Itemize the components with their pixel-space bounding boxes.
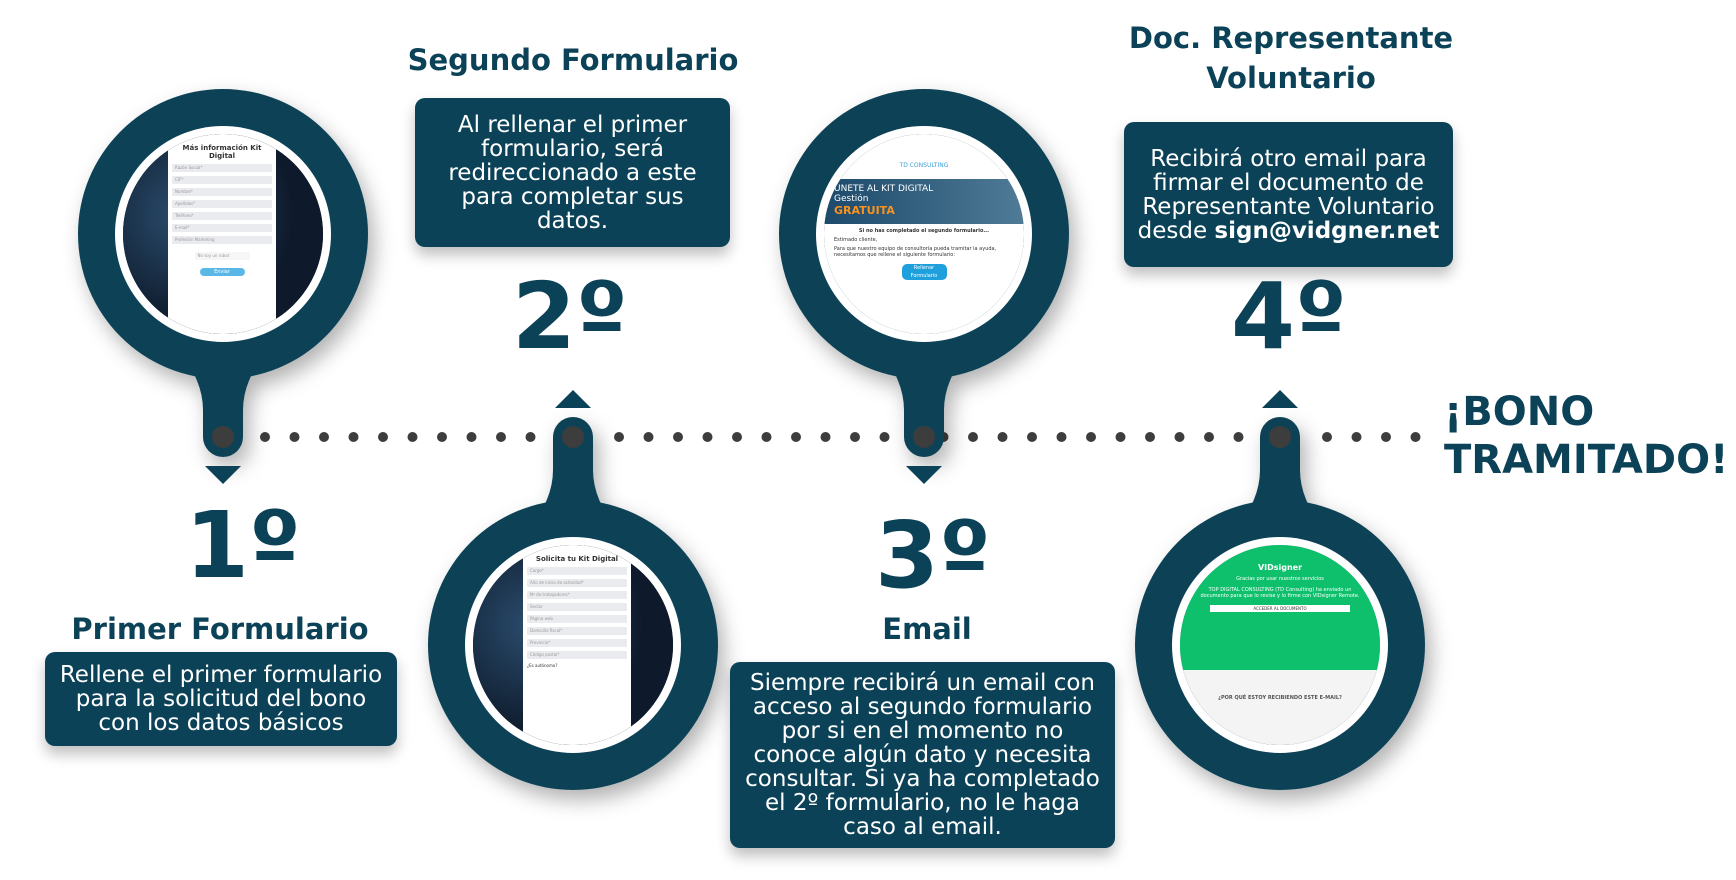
timeline-dot (791, 432, 801, 442)
form-field: Profesión Marketing (172, 236, 272, 244)
step-3-description: Siempre recibirá un email con acceso al … (730, 662, 1115, 848)
form-field: Año de inicio de actividad* (527, 579, 627, 587)
fill-form-button: Rellenar Formulario (901, 264, 947, 280)
captcha: No soy un robot (194, 252, 250, 260)
timeline-dot (378, 432, 388, 442)
timeline-dot (1233, 432, 1244, 442)
timeline-dot (761, 432, 772, 442)
timeline-dot (1204, 432, 1214, 442)
email-greeting: Estimado cliente, (834, 237, 878, 243)
step-1-description: Rellene el primer formulario para la sol… (45, 652, 397, 746)
banner-gestion: Gestión (834, 194, 869, 204)
final-line-2: TRAMITADO! (1444, 437, 1729, 483)
timeline-dot (732, 432, 742, 442)
timeline-dot (407, 432, 418, 442)
timeline-node-2 (562, 426, 584, 448)
form-field: Nombre* (172, 188, 272, 196)
timeline-dot (289, 432, 300, 442)
timeline-dot (850, 432, 860, 442)
step-4-title: Doc. Representante Voluntario (1128, 21, 1454, 95)
step-2-title: Segundo Formulario (407, 43, 739, 77)
toggle-label: ¿Es autónomo? (527, 663, 558, 668)
timeline-dot (820, 432, 831, 442)
email-banner: ÚNETE AL KIT DIGITAL Gestión GRATUITA (824, 179, 1024, 224)
timeline-dot (260, 432, 270, 442)
step-1-number: 1º (185, 492, 301, 599)
submit-button: Enviar (199, 268, 245, 276)
timeline-dot (319, 432, 329, 442)
timeline-dot (1381, 432, 1391, 442)
why-text: ¿POR QUÉ ESTOY RECIBIENDO ESTE E-MAIL? (1218, 695, 1342, 701)
timeline-dot (1027, 432, 1037, 442)
step-4-number: 4º (1231, 263, 1347, 370)
arrow-down-icon (205, 466, 241, 484)
form-field: Domicilio fiscal* (527, 627, 627, 635)
timeline-dot (1115, 432, 1126, 442)
step-2-number: 2º (512, 263, 628, 370)
form-field: E-mail* (172, 224, 272, 232)
form-field: CIF* (172, 176, 272, 184)
timeline-node-3 (913, 426, 935, 448)
vidsigner-logo: VIDsigner (1257, 563, 1303, 572)
banner-text: ÚNETE AL KIT DIGITAL (834, 184, 934, 194)
dotted-timeline (260, 432, 1421, 442)
timeline-dot (1174, 432, 1185, 442)
step-3-title: Email (882, 612, 972, 646)
first-form-screenshot: Más información Kit Digital Razón Social… (123, 134, 323, 334)
form-heading: Solicita tu Kit Digital (535, 555, 619, 563)
timeline-dot (1410, 432, 1421, 442)
form-heading: Más información Kit Digital (182, 144, 262, 160)
timeline-dot (1056, 432, 1067, 442)
step-2-description: Al rellenar el primer formulario, será r… (415, 98, 730, 247)
form-field: Apellidos* (172, 200, 272, 208)
timeline-node-4 (1269, 426, 1291, 448)
final-status: ¡BONO TRAMITADO! (1444, 388, 1728, 484)
timeline-dot (1086, 432, 1096, 442)
timeline-dot (348, 432, 359, 442)
final-line-1: ¡BONO (1444, 389, 1595, 435)
timeline-dot (525, 432, 536, 442)
form-field: Cargo* (527, 567, 627, 575)
step-3-number: 3º (875, 502, 991, 609)
access-document-button: ACCEDER AL DOCUMENTO (1210, 605, 1350, 612)
form-field: Sector (527, 603, 627, 611)
brand-logo: TD CONSULTING (899, 162, 949, 169)
arrow-down-icon (906, 466, 942, 484)
timeline-dot (643, 432, 654, 442)
form-field: Código postal* (527, 651, 627, 659)
timeline-dot (1322, 432, 1332, 442)
form-field: Página web (527, 615, 627, 623)
email-body: Para que nuestro equipo de consultoría p… (834, 246, 997, 258)
timeline-node-1 (212, 426, 234, 448)
step-1-title: Primer Formulario (71, 612, 369, 646)
form-field: Teléfono* (172, 212, 272, 220)
timeline-dot (1351, 432, 1362, 442)
timeline-dot (997, 432, 1008, 442)
form-field: Provincia* (527, 639, 627, 647)
form-field: Nº de trabajadores* (527, 591, 627, 599)
timeline-dot (673, 432, 683, 442)
sender-email: sign@vidgner.net (1214, 217, 1440, 244)
timeline-dot (437, 432, 447, 442)
arrow-up-icon (555, 390, 591, 408)
timeline-dot (496, 432, 506, 442)
second-form-screenshot: Solicita tu Kit Digital Cargo* Año de in… (473, 545, 673, 745)
email-screenshot: TD CONSULTING ÚNETE AL KIT DIGITAL Gesti… (824, 134, 1024, 334)
arrow-up-icon (1262, 390, 1298, 408)
thanks-text: Gracias por usar nuestros servicios (1236, 576, 1324, 582)
timeline-dot (614, 432, 624, 442)
timeline-dot (879, 432, 890, 442)
vidsigner-email-screenshot: VIDsigner Gracias por usar nuestros serv… (1180, 545, 1380, 745)
step-4-description: Recibirá otro email para firmar el docum… (1124, 122, 1453, 267)
form-field: Razón Social* (172, 164, 272, 172)
vidsigner-message: TOP DIGITAL CONSULTING (TD Consulting) h… (1200, 587, 1360, 599)
timeline-dot (702, 432, 713, 442)
timeline-dot (466, 432, 477, 442)
timeline-dot (1145, 432, 1155, 442)
timeline-dot (968, 432, 978, 442)
step-4-text: Recibirá otro email para firmar el docum… (1137, 145, 1435, 244)
banner-gratuita: GRATUITA (834, 204, 895, 217)
email-notice: Si no has completado el segundo formular… (858, 228, 990, 234)
